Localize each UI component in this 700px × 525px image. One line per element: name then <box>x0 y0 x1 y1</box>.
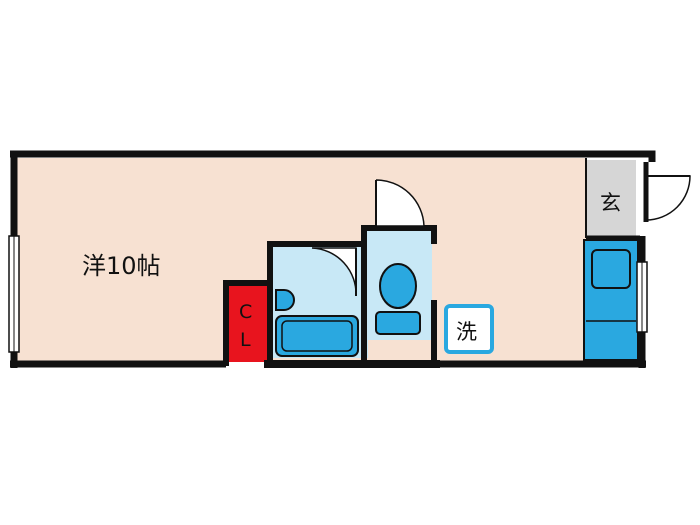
bath-wall <box>267 241 362 366</box>
bathtub-inner <box>281 320 353 352</box>
bath-washbasin <box>275 289 295 311</box>
toilet-wall <box>361 225 437 366</box>
closet-label-c: C <box>239 301 252 323</box>
outer-wall-top <box>10 150 656 162</box>
closet-label-l: L <box>240 329 251 351</box>
entrance-floor <box>586 160 636 238</box>
closet <box>226 286 268 362</box>
washer-label: 洗 <box>456 320 477 344</box>
kitchen-sink <box>591 249 631 289</box>
toilet-door <box>375 179 425 227</box>
closet-wall <box>223 280 270 366</box>
entrance-door <box>645 175 691 221</box>
toilet-tank <box>375 311 421 335</box>
toilet-bowl <box>379 263 417 309</box>
main-room-label: 洋10帖 <box>82 252 161 280</box>
washer-space <box>444 304 494 354</box>
wet-area-bottom-wall <box>264 360 440 368</box>
entrance-label: 玄 <box>600 191 621 215</box>
